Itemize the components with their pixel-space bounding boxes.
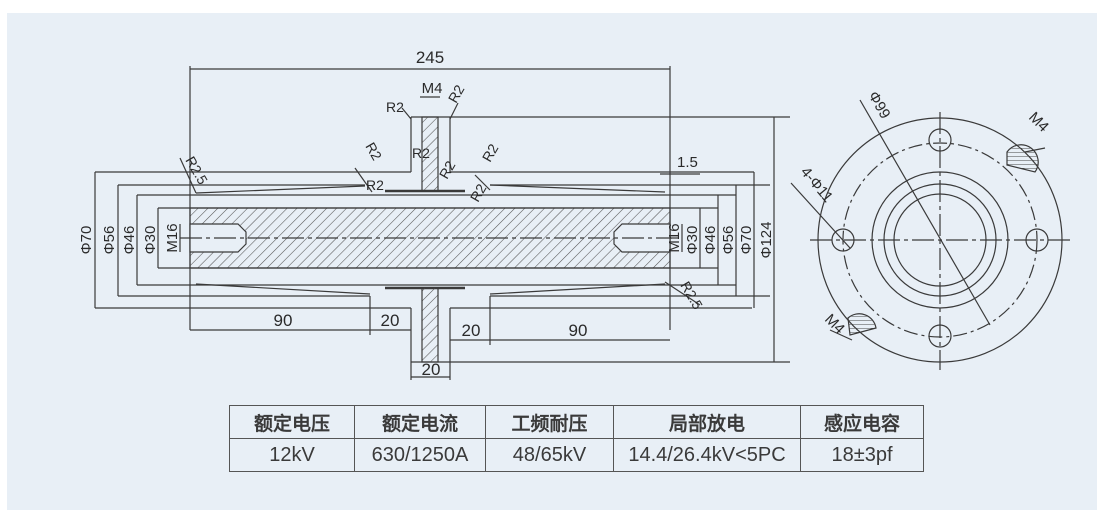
- phi70-right-label: Φ70: [738, 226, 755, 255]
- gap-1-5-label: 1.5: [677, 154, 698, 171]
- taper-right-top: [489, 184, 666, 193]
- phi46-right-label: Φ46: [702, 226, 719, 255]
- bolt-hole-right: [1025, 228, 1049, 252]
- value-partial-discharge: 14.4/26.4kV<5PC: [613, 438, 801, 472]
- phi70-left-label: Φ70: [78, 226, 95, 255]
- r2-5-right-label: R2.5: [677, 279, 706, 313]
- leader-r2-a: [354, 167, 373, 193]
- phi30-left-label: Φ30: [142, 226, 159, 255]
- taper-left-top: [195, 185, 366, 194]
- r2-label-6: R2: [436, 158, 459, 182]
- end-view: [790, 99, 1070, 370]
- m16-right-label: M16: [666, 223, 683, 252]
- leader-r2-5-left: [179, 157, 197, 194]
- r2-5-left-label: R2.5: [182, 154, 211, 188]
- value-induced-capacitance: 18±3pf: [800, 438, 924, 472]
- dim-245-label: 245: [416, 48, 444, 67]
- value-rated-voltage: 12kV: [229, 438, 355, 472]
- header-induced-capacitance: 感应电容: [800, 405, 924, 439]
- dim-20-left-label: 20: [381, 311, 400, 330]
- taper-left-bottom: [195, 283, 371, 295]
- m4-top-end-label: M4: [1025, 109, 1052, 136]
- m4-top-label: M4: [422, 80, 443, 97]
- m4-top-leader: [1024, 147, 1046, 153]
- leader-r2-5-right: [664, 281, 701, 306]
- table-row: 12kV 630/1250A 48/65kV 14.4/26.4kV<5PC 1…: [229, 438, 924, 472]
- phi56-right-label: Φ56: [720, 226, 737, 255]
- header-rated-current: 额定电流: [354, 405, 486, 439]
- phi56-left-label: Φ56: [101, 226, 118, 255]
- m16-left-label: M16: [164, 223, 181, 252]
- end-view-labels: Φ99 4-Φ11 M4 M4: [797, 89, 1052, 338]
- holes-label: 4-Φ11: [797, 164, 836, 206]
- header-rated-voltage: 额定电压: [229, 405, 355, 439]
- dim-20-right-label: 20: [462, 321, 481, 340]
- dim-20-flange-label: 20: [422, 360, 441, 379]
- table-header-row: 额定电压 额定电流 工频耐压 局部放电 感应电容: [229, 405, 924, 439]
- thread-m4-top: [1006, 144, 1039, 173]
- bolt-hole-top: [928, 128, 952, 152]
- r2-label-1: R2: [386, 99, 404, 115]
- phi99-label: Φ99: [865, 89, 894, 122]
- bolt-hole-bottom: [928, 324, 952, 348]
- r2-label-4: R2: [366, 177, 384, 193]
- taper-right-bottom: [489, 283, 666, 295]
- m4-bottom-leader: [829, 329, 853, 341]
- thread-m4-bottom: [847, 313, 877, 336]
- side-view-labels: 245 M4 R2 R2 R2 R2 R2 R2 R2 R2 R2.5 R2.5…: [78, 48, 775, 379]
- phi99-dim-line: [859, 99, 991, 326]
- dim-90-left-label: 90: [274, 311, 293, 330]
- leader-r2-c: [449, 102, 459, 120]
- bolt-hole-left: [831, 228, 855, 252]
- r2-label-3: R2: [362, 140, 385, 164]
- dim-90-right-label: 90: [569, 321, 588, 340]
- leader-r2-d: [474, 174, 491, 191]
- r2-label-2: R2: [445, 82, 468, 106]
- holes-leader: [790, 182, 851, 249]
- value-power-frequency-withstand: 48/65kV: [485, 438, 614, 472]
- r2-label-7: R2: [479, 141, 502, 165]
- leader-r2-b: [401, 107, 412, 120]
- value-rated-current: 630/1250A: [354, 438, 486, 472]
- phi46-left-label: Φ46: [121, 226, 138, 255]
- header-partial-discharge: 局部放电: [613, 405, 801, 439]
- side-view: [94, 66, 790, 380]
- bottom-insert-hatch: [421, 287, 439, 363]
- phi124-right-label: Φ124: [758, 222, 775, 259]
- header-power-frequency-withstand: 工频耐压: [485, 405, 614, 439]
- r2-label-8: R2: [467, 181, 490, 205]
- phi30-right-label: Φ30: [684, 226, 701, 255]
- r2-label-5: R2: [412, 145, 430, 161]
- spec-table: 额定电压 额定电流 工频耐压 局部放电 感应电容 12kV 630/1250A …: [229, 405, 924, 472]
